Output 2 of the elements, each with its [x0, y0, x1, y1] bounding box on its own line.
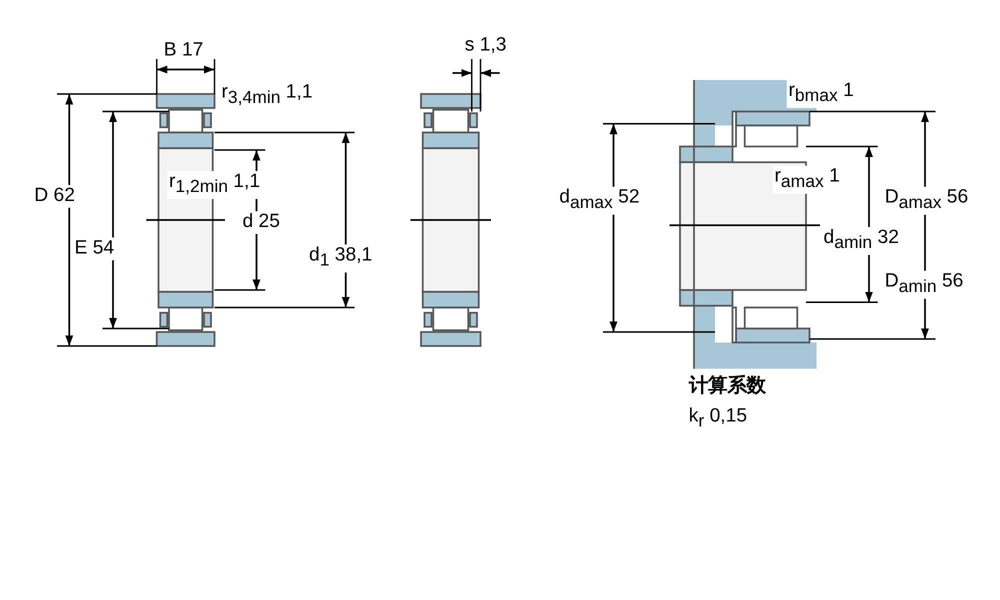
dimension-label: d 25 [240, 211, 282, 234]
dimension-label: D 62 [32, 185, 77, 208]
